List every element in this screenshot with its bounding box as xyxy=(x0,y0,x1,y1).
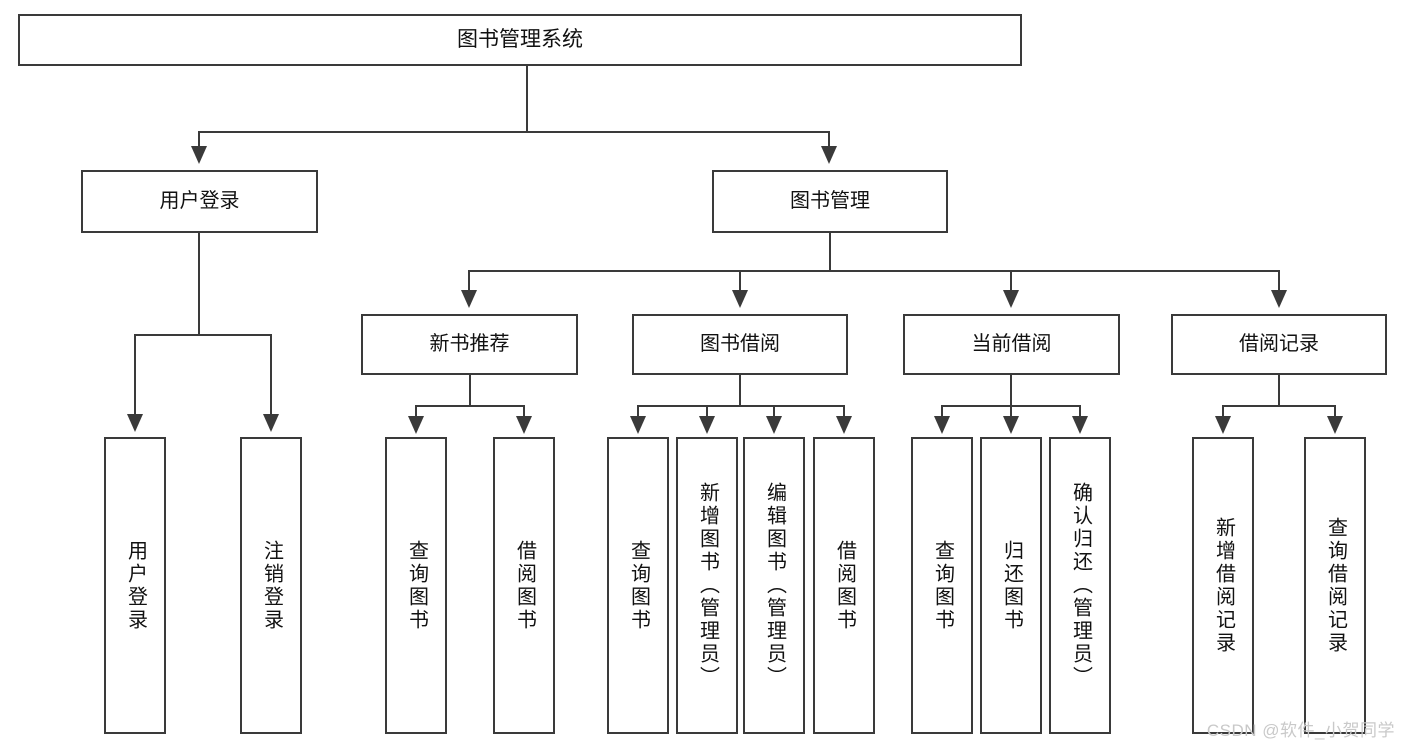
node-leaf-add-book[interactable]: 新增图书（管理员） xyxy=(676,437,738,734)
edge-new-book-recommend-bus xyxy=(415,405,525,407)
edge-book-manage-to-lvl3-1 xyxy=(468,270,470,292)
node-book-borrow[interactable]: 图书借阅 xyxy=(632,314,848,375)
edge-root-to-user-login xyxy=(198,131,200,148)
node-label: 查询图书 xyxy=(931,539,954,632)
node-label: 编辑图书（管理员） xyxy=(763,482,786,689)
edge-book-manage-to-lvl3-2 xyxy=(739,270,741,292)
edge-borrow-record-bus xyxy=(1222,405,1336,407)
node-label: 图书借阅 xyxy=(700,333,780,355)
node-leaf-borrow-book-1[interactable]: 借阅图书 xyxy=(493,437,555,734)
edge-root-bus xyxy=(198,131,830,133)
node-leaf-edit-book[interactable]: 编辑图书（管理员） xyxy=(743,437,805,734)
arrow-bb-to-leaf-2 xyxy=(699,416,715,434)
arrow-cb-to-leaf-3 xyxy=(1072,416,1088,434)
edge-cb-to-leaf-1 xyxy=(941,405,943,418)
node-label: 图书管理 xyxy=(790,190,870,212)
edge-book-manage-to-lvl3-4 xyxy=(1278,270,1280,292)
node-label: 新书推荐 xyxy=(429,333,510,355)
edge-bb-to-leaf-2 xyxy=(706,405,708,418)
node-leaf-query-record[interactable]: 查询借阅记录 xyxy=(1304,437,1366,734)
arrow-book-manage-to-lvl3-2 xyxy=(732,290,748,308)
edge-new-book-recommend-stem xyxy=(469,375,471,406)
arrow-user-login-to-leaf-2 xyxy=(263,414,279,432)
node-label: 查询图书 xyxy=(627,539,650,632)
arrow-cb-to-leaf-2 xyxy=(1003,416,1019,434)
arrow-bb-to-leaf-3 xyxy=(766,416,782,434)
node-label: 新增借阅记录 xyxy=(1212,516,1235,655)
edge-book-borrow-bus xyxy=(637,405,845,407)
edge-user-login-to-leaf-1 xyxy=(134,334,136,416)
arrow-cb-to-leaf-1 xyxy=(934,416,950,434)
arrow-br-to-leaf-2 xyxy=(1327,416,1343,434)
node-label: 当前借阅 xyxy=(971,333,1052,355)
edge-bb-to-leaf-3 xyxy=(773,405,775,418)
node-label: 图书管理系统 xyxy=(457,27,583,51)
node-book-manage[interactable]: 图书管理 xyxy=(712,170,948,233)
node-leaf-return-book[interactable]: 归还图书 xyxy=(980,437,1042,734)
arrow-bb-to-leaf-1 xyxy=(630,416,646,434)
arrow-book-manage-to-lvl3-4 xyxy=(1271,290,1287,308)
edge-book-borrow-stem xyxy=(739,375,741,406)
edge-root-stem xyxy=(526,66,528,132)
node-label: 归还图书 xyxy=(1000,539,1023,632)
node-leaf-user-login[interactable]: 用户登录 xyxy=(104,437,166,734)
node-label: 查询借阅记录 xyxy=(1324,516,1347,655)
edge-br-to-leaf-2 xyxy=(1334,405,1336,418)
edge-bb-to-leaf-1 xyxy=(637,405,639,418)
arrow-nbr-to-leaf-2 xyxy=(516,416,532,434)
node-new-book-recommend[interactable]: 新书推荐 xyxy=(361,314,578,375)
node-root-book-management-system[interactable]: 图书管理系统 xyxy=(18,14,1022,66)
node-current-borrow[interactable]: 当前借阅 xyxy=(903,314,1120,375)
arrow-book-manage-to-lvl3-3 xyxy=(1003,290,1019,308)
arrow-root-to-user-login xyxy=(191,146,207,164)
edge-user-login-bus xyxy=(134,334,272,336)
node-label: 查询图书 xyxy=(405,539,428,632)
edge-cb-to-leaf-2 xyxy=(1010,405,1012,418)
node-leaf-add-record[interactable]: 新增借阅记录 xyxy=(1192,437,1254,734)
arrow-root-to-book-manage xyxy=(821,146,837,164)
edge-bb-to-leaf-4 xyxy=(843,405,845,418)
node-label: 新增图书（管理员） xyxy=(696,482,719,689)
node-leaf-confirm-return[interactable]: 确认归还（管理员） xyxy=(1049,437,1111,734)
node-label: 确认归还（管理员） xyxy=(1069,482,1092,689)
arrow-br-to-leaf-1 xyxy=(1215,416,1231,434)
arrow-book-manage-to-lvl3-1 xyxy=(461,290,477,308)
edge-root-to-book-manage xyxy=(828,131,830,148)
watermark-csdn: CSDN @软件_小贺同学 xyxy=(1206,721,1395,740)
node-label: 借阅记录 xyxy=(1239,333,1319,355)
node-borrow-record[interactable]: 借阅记录 xyxy=(1171,314,1387,375)
node-leaf-borrow-book-2[interactable]: 借阅图书 xyxy=(813,437,875,734)
arrow-nbr-to-leaf-1 xyxy=(408,416,424,434)
edge-user-login-to-leaf-2 xyxy=(270,334,272,416)
node-leaf-query-book-2[interactable]: 查询图书 xyxy=(607,437,669,734)
edge-book-manage-bus xyxy=(468,270,1280,272)
edge-user-login-stem xyxy=(198,233,200,335)
edge-book-manage-stem xyxy=(829,233,831,271)
node-label: 用户登录 xyxy=(159,190,240,212)
arrow-bb-to-leaf-4 xyxy=(836,416,852,434)
edge-book-manage-to-lvl3-3 xyxy=(1010,270,1012,292)
edge-current-borrow-stem xyxy=(1010,375,1012,406)
node-label: 借阅图书 xyxy=(513,539,536,632)
arrow-user-login-to-leaf-1 xyxy=(127,414,143,432)
edge-br-to-leaf-1 xyxy=(1222,405,1224,418)
edge-nbr-to-leaf-1 xyxy=(415,405,417,418)
node-leaf-user-logout[interactable]: 注销登录 xyxy=(240,437,302,734)
node-leaf-query-book-1[interactable]: 查询图书 xyxy=(385,437,447,734)
node-label: 注销登录 xyxy=(260,539,283,632)
edge-nbr-to-leaf-2 xyxy=(523,405,525,418)
node-leaf-query-book-3[interactable]: 查询图书 xyxy=(911,437,973,734)
edge-borrow-record-stem xyxy=(1278,375,1280,406)
node-label: 用户登录 xyxy=(124,539,147,632)
node-user-login[interactable]: 用户登录 xyxy=(81,170,318,233)
edge-cb-to-leaf-3 xyxy=(1079,405,1081,418)
node-label: 借阅图书 xyxy=(833,539,856,632)
